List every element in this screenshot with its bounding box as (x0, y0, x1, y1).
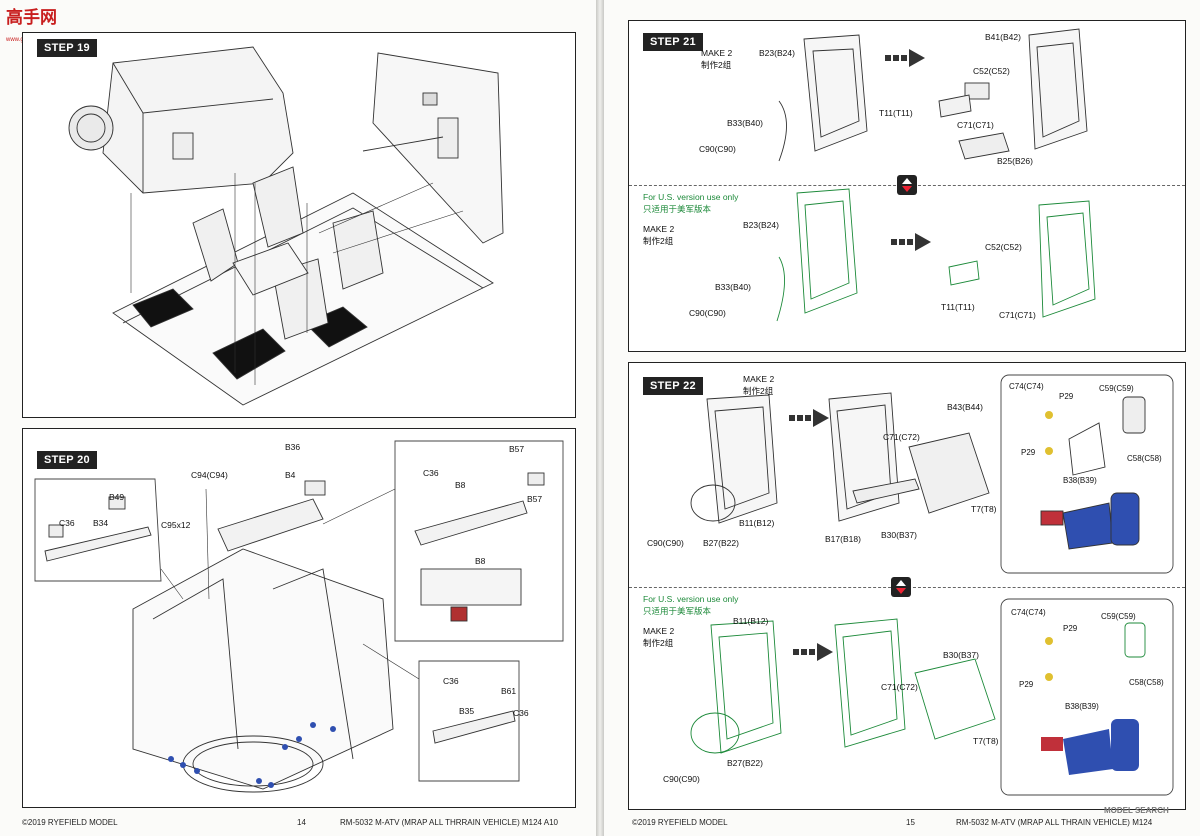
us-label-c58-c58: C58(C58) (1129, 678, 1164, 687)
label-p29-a: P29 (1059, 392, 1074, 401)
step20-title: STEP 20 (37, 451, 97, 469)
label-b17-b18: B17(B18) (825, 534, 861, 544)
us-label-c74-c74: C74(C74) (1011, 608, 1046, 617)
step21-us-make-cn: 制作2组 (643, 236, 674, 246)
watermark-title: 高手网 (6, 8, 57, 28)
label-c71-c72: C71(C72) (883, 432, 920, 442)
step21-us-note-cn: 只适用于美军版本 (643, 204, 712, 214)
us-label-t11-t11: T11(T11) (941, 302, 975, 312)
label-p29-b: P29 (1021, 448, 1036, 457)
us-label-b27-b22: B27(B22) (727, 758, 763, 768)
us-label-b23-b24: B23(B24) (743, 220, 779, 230)
label-b34: B34 (93, 518, 109, 528)
label-c94: C94(C94) (191, 470, 228, 480)
step21-us-note: For U.S. version use only (643, 192, 739, 202)
label-b43-b44: B43(B44) (947, 402, 983, 412)
step22-us-make: MAKE 2 (643, 626, 675, 636)
us-label-b38-b39: B38(B39) (1065, 702, 1099, 711)
label-b11-b12: B11(B12) (739, 518, 775, 528)
step21-us-make: MAKE 2 (643, 224, 675, 234)
label-c90-c90-s22: C90(C90) (647, 538, 684, 548)
label-t11-t11: T11(T11) (879, 108, 913, 118)
label-b41-b42: B41(B42) (985, 32, 1021, 42)
us-label-c71-c72: C71(C72) (881, 682, 918, 692)
label-b36: B36 (285, 442, 301, 452)
us-version-swap-icon (897, 175, 917, 195)
label-c36-c: C36 (443, 676, 459, 686)
footer-product-left: RM-5032 M-ATV (MRAP ALL THRRAIN VEHICLE)… (340, 818, 558, 827)
label-c36-d: C36 (513, 708, 529, 718)
step21-panel: STEP 21 MAKE 2 制作2组 (628, 20, 1186, 352)
page-gutter (596, 0, 604, 836)
label-b4: B4 (285, 470, 296, 480)
footer-page-no-right: 15 (906, 818, 915, 827)
right-page: STEP 21 MAKE 2 制作2组 (604, 0, 1200, 836)
us-label-t7-t8: T7(T8) (973, 736, 999, 746)
label-b23-b24: B23(B24) (759, 48, 795, 58)
us-label-p29-a: P29 (1063, 624, 1078, 633)
label-b8-a: B8 (455, 480, 466, 490)
label-c74-c74: C74(C74) (1009, 382, 1044, 391)
left-page: 高手网 www.gaoshou.com STEP 19 (0, 0, 596, 836)
step22-make-cn: 制作2组 (743, 386, 774, 396)
label-b33-b40: B33(B40) (727, 118, 763, 128)
step19-title: STEP 19 (37, 39, 97, 57)
step22-panel: STEP 22 MAKE 2 制作2组 (628, 362, 1186, 810)
step19-panel: STEP 19 (22, 32, 576, 418)
step19-diagram (68, 46, 504, 406)
step20-diagram (34, 440, 564, 793)
step22-diagram (690, 374, 1174, 796)
label-c52-c52: C52(C52) (973, 66, 1010, 76)
us-label-c71-c71: C71(C71) (999, 310, 1036, 320)
label-b35: B35 (459, 706, 475, 716)
step22-us-note: For U.S. version use only (643, 594, 739, 604)
footer-page-no-left: 14 (297, 818, 306, 827)
step21-make-cn: 制作2组 (701, 60, 732, 70)
us-label-c90-c90: C90(C90) (663, 774, 700, 784)
label-c95x12: C95x12 (161, 520, 191, 530)
us-label-b11-b12: B11(B12) (733, 616, 769, 626)
us-label-b33-b40: B33(B40) (715, 282, 751, 292)
footer-copyright-right: ©2019 RYEFIELD MODEL (632, 818, 728, 827)
step21-title: STEP 21 (643, 33, 703, 51)
step21-make: MAKE 2 (701, 48, 733, 58)
label-c36-b: C36 (423, 468, 439, 478)
label-c90-c90: C90(C90) (699, 144, 736, 154)
footer-watermark-right: MODEL SEARCH (1104, 806, 1169, 815)
step21-diagram (776, 28, 1096, 322)
label-b57-a: B57 (509, 444, 525, 454)
label-c59-c59: C59(C59) (1099, 384, 1134, 393)
step22-title: STEP 22 (643, 377, 703, 395)
label-b61: B61 (501, 686, 517, 696)
label-b8-b: B8 (475, 556, 486, 566)
label-b25-b26: B25(B26) (997, 156, 1033, 166)
step20-panel: STEP 20 (22, 428, 576, 808)
step22-make: MAKE 2 (743, 374, 775, 384)
label-c71-c71: C71(C71) (957, 120, 994, 130)
label-b49: B49 (109, 492, 125, 502)
label-t7-t8: T7(T8) (971, 504, 997, 514)
label-b30-b37: B30(B37) (881, 530, 917, 540)
step22-us-note-cn: 只适用于美军版本 (643, 606, 712, 616)
footer-product-right: RM-5032 M-ATV (MRAP ALL THRAIN VEHICLE) … (956, 818, 1153, 827)
us-label-c52-c52: C52(C52) (985, 242, 1022, 252)
us-label-p29-b: P29 (1019, 680, 1034, 689)
us-label-c59-c59: C59(C59) (1101, 612, 1136, 621)
label-c36-a: C36 (59, 518, 75, 528)
footer-copyright-left: ©2019 RYEFIELD MODEL (22, 818, 118, 827)
label-c58-c58: C58(C58) (1127, 454, 1162, 463)
step22-us-make-cn: 制作2组 (643, 638, 674, 648)
label-b38-b39: B38(B39) (1063, 476, 1097, 485)
us-label-c90-c90: C90(C90) (689, 308, 726, 318)
label-b57-b: B57 (527, 494, 543, 504)
us-label-b30-b37: B30(B37) (943, 650, 979, 660)
us-version-swap-icon-2 (891, 577, 911, 597)
label-b27-b22: B27(B22) (703, 538, 739, 548)
